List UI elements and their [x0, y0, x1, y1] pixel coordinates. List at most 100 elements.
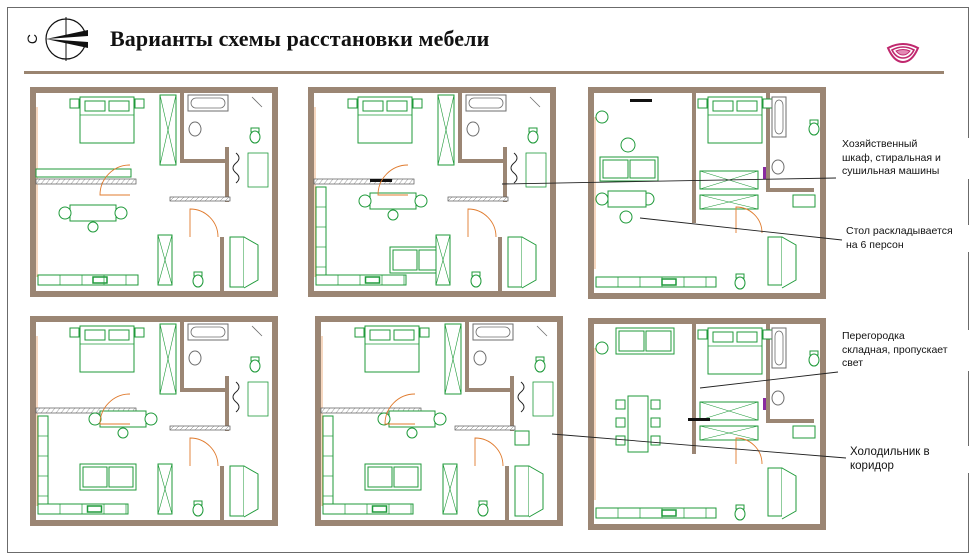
partition [35, 178, 137, 185]
partition-hatch [492, 196, 498, 202]
folding-door [232, 152, 240, 184]
partition-hatch [70, 407, 76, 414]
partition-hatch [330, 407, 336, 414]
hall-shelf [229, 465, 245, 517]
north-arrow-icon [45, 17, 88, 61]
bathtub-inner [475, 326, 511, 338]
sofa-cushion [108, 466, 134, 488]
kitchen-counter [37, 503, 129, 515]
partition-hatch [467, 196, 473, 202]
pouf [620, 137, 636, 153]
door-swing [189, 437, 219, 467]
hall-shelf [507, 236, 523, 288]
wall [30, 316, 278, 322]
wall [458, 159, 503, 163]
pillow [84, 100, 106, 112]
stove [661, 278, 677, 286]
toilet [808, 122, 820, 136]
wall [465, 388, 510, 392]
wall [766, 419, 814, 423]
partition [313, 178, 415, 185]
wall [820, 87, 826, 299]
sofa-cushion [629, 159, 656, 179]
partition-hatch [40, 178, 46, 185]
nightstand [697, 98, 708, 109]
chair [87, 221, 99, 233]
partition-hatch [355, 407, 361, 414]
extendable-table [607, 190, 647, 208]
pillow [712, 100, 734, 112]
partition-hatch [60, 407, 66, 414]
chair [117, 427, 129, 439]
nightstand [347, 98, 358, 109]
partition-hatch [393, 178, 399, 185]
partition-hatch [174, 425, 180, 431]
partition-hatch [204, 196, 210, 202]
washbasin [188, 350, 202, 366]
partition-hatch [447, 196, 453, 202]
entry-cabinet [521, 236, 537, 289]
folding-door [232, 381, 240, 413]
partition-hatch [75, 178, 81, 185]
annotation-leader-line [699, 371, 839, 389]
partition-hatch [398, 178, 404, 185]
partition-hatch [494, 425, 500, 431]
washing-machine [792, 194, 816, 208]
cabinet-cross [699, 425, 759, 441]
washbasin [473, 350, 487, 366]
kitchen-counter [595, 276, 717, 288]
door-swing [377, 164, 409, 196]
wall [225, 147, 229, 202]
partition-hatch [487, 196, 493, 202]
partition-hatch [489, 425, 495, 431]
sofa-cushion [618, 330, 645, 352]
stove [364, 276, 381, 284]
pillow [393, 329, 415, 341]
partition-hatch [320, 407, 326, 414]
partition-hatch [482, 196, 488, 202]
partition-hatch [90, 407, 96, 414]
toilet [192, 503, 204, 517]
bathtub [465, 94, 507, 112]
chair [615, 435, 626, 446]
pillow [108, 329, 130, 341]
partition-hatch [479, 425, 485, 431]
floor-plan-5 [315, 316, 563, 526]
wall [30, 87, 278, 93]
folding-door [510, 152, 518, 184]
wall [272, 87, 278, 297]
partition-hatch [325, 407, 331, 414]
chair [58, 206, 72, 220]
partition-hatch [214, 425, 220, 431]
utility-cabinet [532, 381, 554, 417]
partition-hatch [477, 196, 483, 202]
sofa-cushion [645, 330, 672, 352]
partition-marker [763, 167, 766, 179]
chair [650, 435, 661, 446]
wall [220, 466, 224, 520]
nightstand [697, 329, 708, 340]
partition-hatch [179, 425, 185, 431]
wall [308, 291, 556, 297]
wall [180, 388, 225, 392]
partition-hatch [502, 196, 508, 202]
wall [315, 520, 563, 526]
sideboard [35, 168, 132, 178]
floor-plan-1 [30, 87, 278, 297]
toilet [734, 507, 746, 521]
partition-hatch [474, 425, 480, 431]
chair [595, 192, 609, 206]
wardrobe-cross [435, 234, 451, 286]
partition-hatch [313, 178, 319, 185]
stove [86, 505, 103, 513]
entry-cabinet [781, 467, 797, 520]
dining-table [99, 410, 147, 428]
door-swing [735, 437, 763, 465]
plant [595, 110, 609, 124]
washbasin [771, 159, 785, 175]
entry-cabinet [243, 236, 259, 289]
partition-hatch [497, 196, 503, 202]
kitchen-counter [322, 503, 414, 515]
door-swing [189, 208, 219, 238]
wall [498, 237, 502, 291]
